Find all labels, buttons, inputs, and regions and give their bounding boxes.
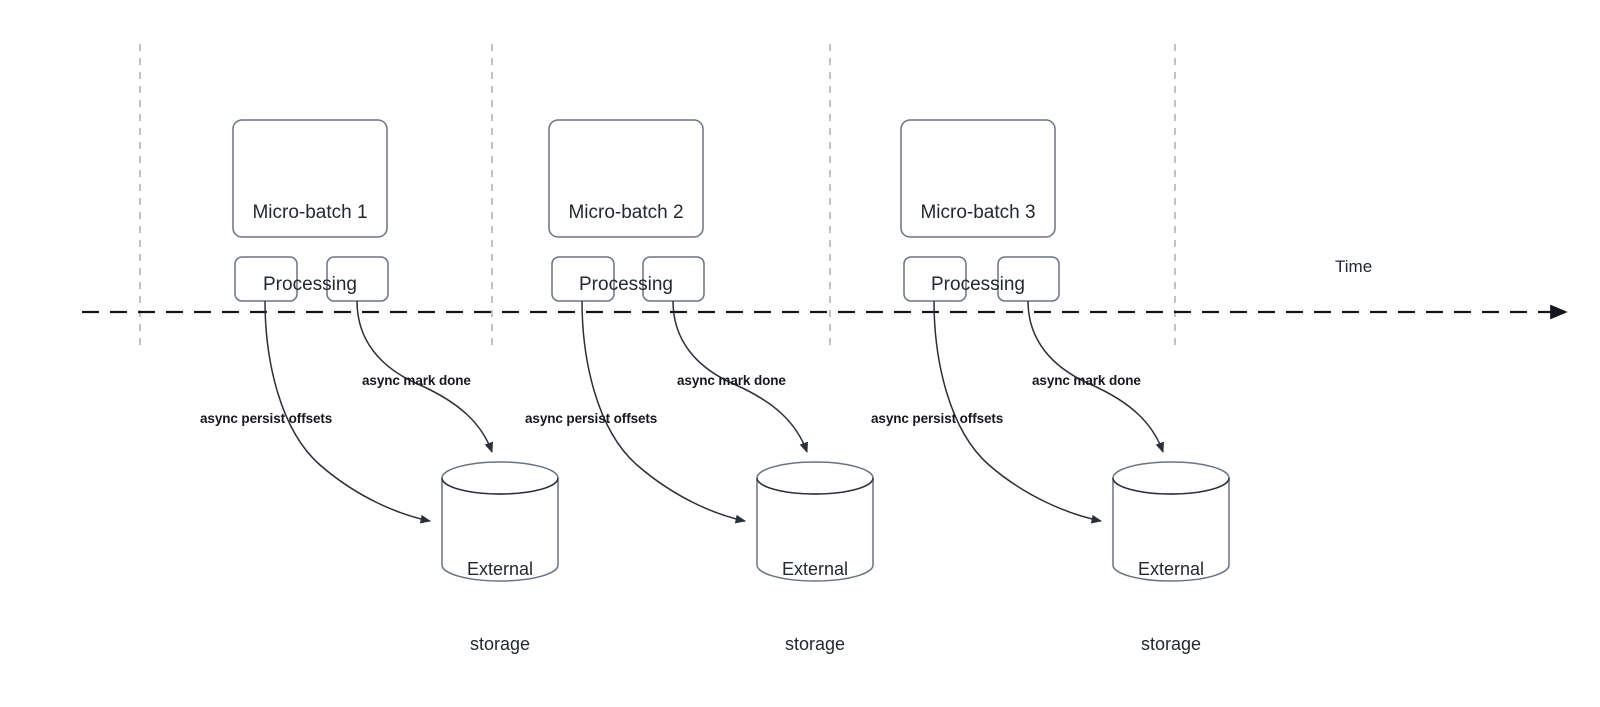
- group-1-external-storage-label-line2: storage: [469, 634, 531, 654]
- micro-batch-3-label-line2: Processing: [931, 274, 1025, 295]
- diagram-canvas: Micro-batch 1 Processing async persist o…: [82, 44, 1568, 654]
- group-3-persist-offsets-edge: [933, 300, 1103, 524]
- micro-batch-1-processing-box[interactable]: [232, 119, 388, 238]
- group-2-external-storage-cylinder[interactable]: [756, 461, 874, 582]
- micro-batch-2-label-line2: Processing: [579, 274, 673, 295]
- group-2-mark-done-edge: [672, 300, 808, 453]
- group-3-mark-done-edge: [1027, 300, 1164, 453]
- group-2-external-storage-label-line1: External: [781, 559, 849, 579]
- group-3-task-box-1[interactable]: [903, 256, 967, 302]
- group-1-persist-offsets-label: async persist offsets: [200, 411, 333, 426]
- time-axis-label: Time: [1335, 257, 1373, 276]
- group-2-persist-offsets-label: async persist offsets: [525, 411, 658, 426]
- group-3-mark-done-label: async mark done: [1032, 373, 1141, 388]
- group-2-external-storage-label-line2: storage: [784, 634, 846, 654]
- micro-batch-1-label: Micro-batch 1 Processing: [233, 153, 387, 345]
- group-1-external-storage-label: External storage: [442, 507, 558, 707]
- micro-batch-3-processing-box[interactable]: [900, 119, 1056, 238]
- group-2-shapes: [548, 119, 874, 582]
- micro-batch-3-label-line1: Micro-batch 3: [920, 202, 1036, 223]
- group-3-external-storage-cylinder[interactable]: [1112, 461, 1230, 582]
- micro-batch-3-label: Micro-batch 3 Processing: [901, 153, 1055, 345]
- group-1-shapes: [232, 119, 559, 582]
- group-2-external-storage-label: External storage: [757, 507, 873, 707]
- diagram-vector-layer: [82, 44, 1568, 582]
- group-2-task-box-1[interactable]: [551, 256, 615, 302]
- group-1-external-storage-label-line1: External: [466, 559, 534, 579]
- micro-batch-2-label: Micro-batch 2 Processing: [549, 153, 703, 345]
- group-3-external-storage-label: External storage: [1113, 507, 1229, 707]
- group-1-task-box-1[interactable]: [234, 256, 298, 302]
- group-1-external-storage-cylinder[interactable]: [441, 461, 559, 582]
- micro-batch-1-label-line2: Processing: [263, 274, 357, 295]
- group-2-persist-offsets-edge: [581, 300, 747, 524]
- group-1-mark-done-edge: [356, 300, 493, 453]
- group-3-shapes: [900, 119, 1230, 582]
- group-3-external-storage-label-line2: storage: [1140, 634, 1202, 654]
- group-2-mark-done-label: async mark done: [677, 373, 786, 388]
- micro-batch-2-label-line1: Micro-batch 2: [568, 202, 684, 223]
- micro-batch-1-label-line1: Micro-batch 1: [252, 202, 368, 223]
- micro-batch-2-processing-box[interactable]: [548, 119, 704, 238]
- group-1-persist-offsets-edge: [264, 300, 432, 524]
- group-1-mark-done-label: async mark done: [362, 373, 471, 388]
- group-3-external-storage-label-line1: External: [1137, 559, 1205, 579]
- group-3-persist-offsets-label: async persist offsets: [871, 411, 1004, 426]
